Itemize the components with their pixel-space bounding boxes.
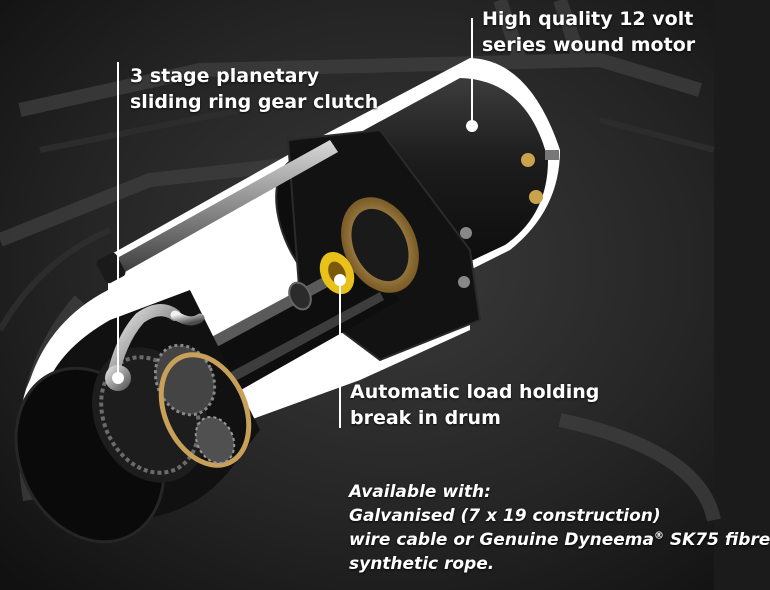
availability-line3a: wire cable or Genuine Dyneema (349, 530, 654, 550)
availability-line2: Galvanised (7 x 19 construction) (349, 506, 661, 526)
clutch-callout-line2: sliding ring gear clutch (130, 91, 379, 113)
brake-callout-line2: break in drum (350, 407, 501, 429)
motor-leader-dot (466, 120, 478, 132)
brake-callout-line1: Automatic load holding (350, 381, 600, 403)
motor-callout-line1: High quality 12 volt (482, 8, 694, 30)
availability-line3b: SK75 fibre (663, 530, 770, 550)
clutch-callout-line1: 3 stage planetary (130, 65, 320, 87)
availability-line4: synthetic rope. (349, 554, 495, 574)
brake-callout: Automatic load holding break in drum (350, 379, 599, 431)
gear-housing (14, 290, 260, 544)
availability-heading: Available with: (349, 482, 491, 502)
clutch-callout: 3 stage planetary sliding ring gear clut… (130, 63, 378, 115)
motor-callout: High quality 12 volt series wound motor (482, 6, 695, 58)
clutch-leader-dot (112, 372, 124, 384)
motor-callout-line2: series wound motor (482, 34, 696, 56)
availability-note: Available with: Galvanised (7 x 19 const… (349, 480, 770, 576)
availability-line3: wire cable or Genuine Dyneema® SK75 fibr… (349, 528, 770, 552)
motor-terminals (458, 150, 559, 288)
brake-assembly (288, 251, 355, 311)
callout-leaders (112, 18, 478, 428)
tie-rod (110, 140, 338, 276)
winch-cutaway-image (0, 0, 721, 590)
brake-leader-dot (334, 274, 346, 286)
registered-mark: ® (653, 530, 664, 542)
